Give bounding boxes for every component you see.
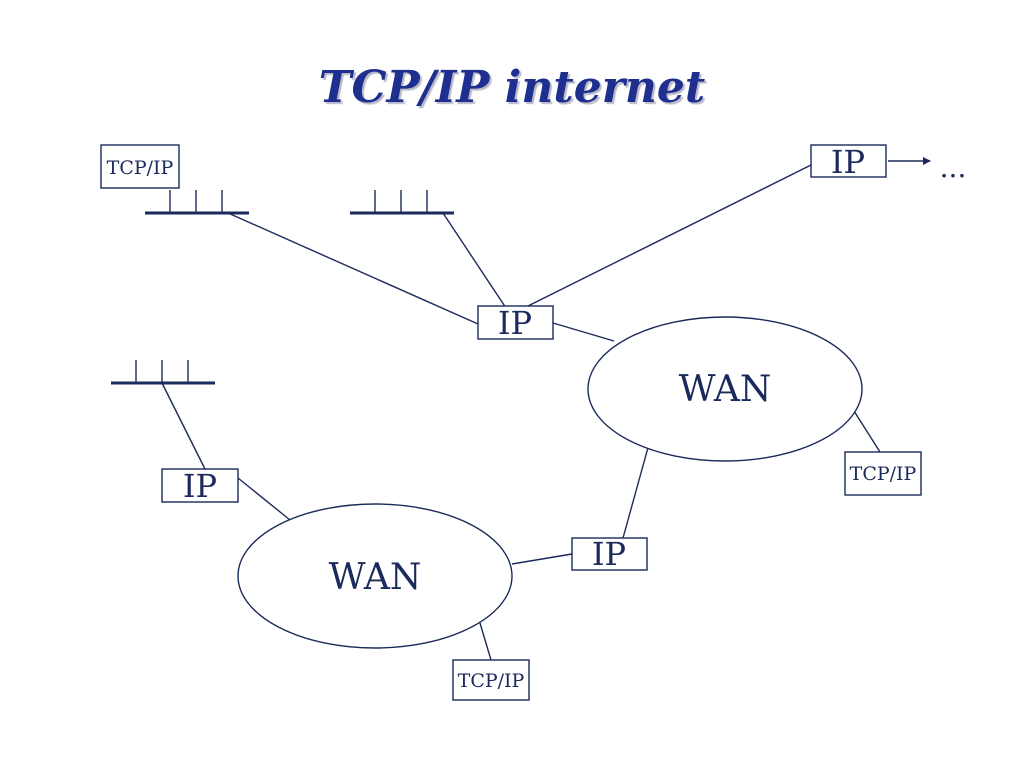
link-router-bottom-to-wan-left (511, 553, 573, 565)
link-router-center-to-wan-right (552, 322, 615, 342)
slide-title: TCP/IP internet (318, 62, 706, 113)
host-label-right: TCP/IP (850, 463, 917, 485)
lan-segment-top-middle (350, 190, 454, 215)
link-wan-left-to-host-bottom (479, 622, 492, 661)
router-label-bottom: IP (592, 535, 626, 573)
host-label-top-left: TCP/IP (107, 157, 174, 179)
host-box-bottom (452, 659, 530, 701)
link-wan-right-to-router-bottom (622, 443, 650, 539)
router-label-top-right: IP (831, 143, 865, 181)
wan-label-right: WAN (679, 369, 772, 410)
link-router-center-to-router-top-right (527, 164, 812, 307)
link-lan-tl-to-router-center (227, 212, 479, 325)
link-lan-left-to-router-left (161, 382, 206, 470)
link-wan-right-to-host-right (853, 410, 881, 453)
router-box-left (161, 468, 239, 503)
router-label-center: IP (498, 304, 532, 342)
link-router-left-to-wan-left (237, 477, 291, 521)
wan-label-left: WAN (329, 557, 422, 598)
lan-segment-left (111, 360, 215, 385)
router-box-bottom (571, 537, 648, 571)
link-lan-tm-to-router-center (442, 212, 507, 309)
ellipsis-label: ... (940, 151, 967, 184)
wan-cloud-right (587, 316, 863, 462)
router-box-top-right (810, 144, 887, 178)
host-box-top-left (100, 144, 180, 189)
lan-segment-top-left (145, 190, 249, 215)
host-box-right (844, 451, 922, 496)
wan-cloud-left (237, 503, 513, 649)
router-box-center (477, 305, 554, 340)
router-label-left: IP (183, 467, 217, 505)
host-label-bottom: TCP/IP (458, 670, 525, 692)
